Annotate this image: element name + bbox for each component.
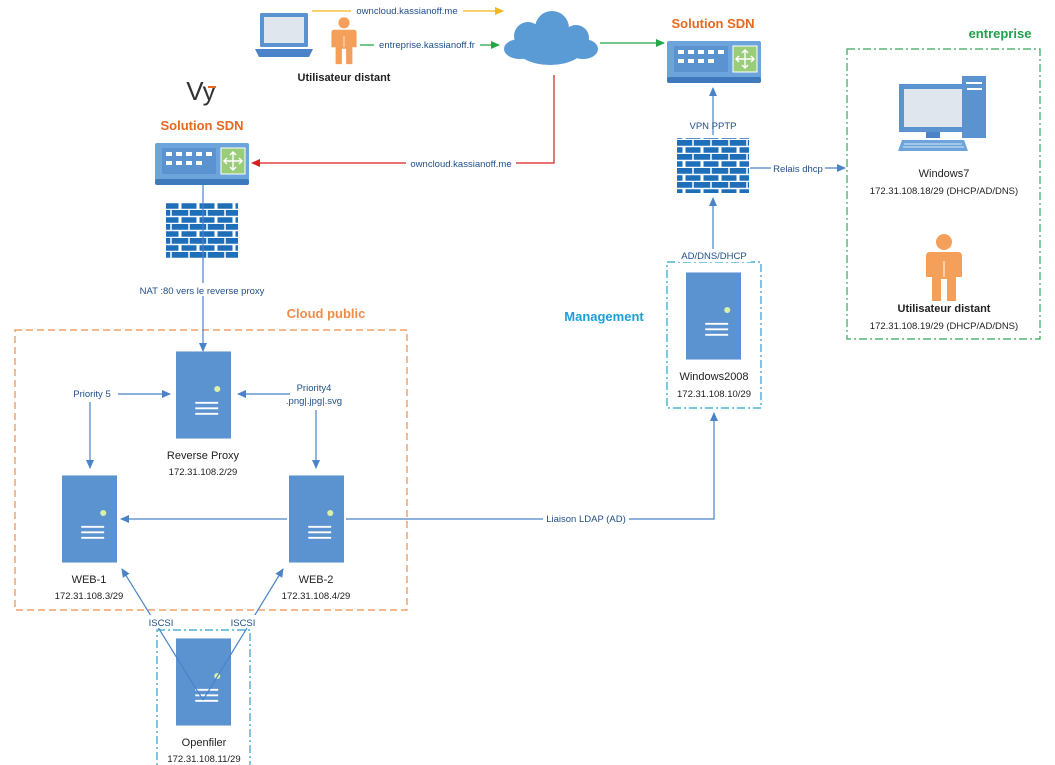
laptop-icon (255, 13, 313, 57)
web2-name: WEB-2 (299, 574, 334, 586)
right-sdn-router-icon (667, 41, 761, 83)
iscsi-to-web2-arrow (202, 568, 284, 701)
entreprise-link-label: entreprise.kassianoff.fr (379, 40, 475, 51)
right-firewall-icon (677, 138, 749, 193)
iscsi-left-label: ISCSI (149, 618, 174, 629)
right-sdn-title: Solution SDN (671, 16, 754, 31)
web2-ip: 172.31.108.4/29 (282, 591, 351, 602)
nat-label: NAT :80 vers le reverse proxy (140, 286, 265, 297)
windows2008-name: Windows2008 (679, 371, 748, 383)
vyos-logo: Vy (186, 76, 216, 106)
reverse-proxy-server-icon (176, 351, 231, 439)
web1-name: WEB-1 (72, 574, 107, 586)
management-region (666, 261, 762, 409)
dhcp-relay-label: Relais dhcp (773, 164, 823, 175)
priority4-label-line2: .png|.jpg|.svg (286, 396, 342, 407)
web1-server-icon (62, 475, 117, 563)
web2-server-icon (289, 475, 344, 563)
reverse-proxy-name: Reverse Proxy (167, 450, 240, 462)
top-user-label: Utilisateur distant (298, 72, 391, 84)
windows2008-server-icon (686, 272, 741, 360)
iscsi-right-label: ISCSI (231, 618, 256, 629)
vpn-label: VPN PPTP (690, 121, 737, 132)
iscsi-to-web1-arrow (121, 568, 204, 701)
ldap-label: Liaison LDAP (AD) (546, 514, 626, 525)
entreprise-user-icon (925, 233, 963, 302)
desktop-pc-icon (898, 76, 986, 151)
management-title: Management (564, 309, 644, 324)
remote-user-top-icon (331, 16, 357, 65)
windows7-ip: 172.31.108.18/29 (DHCP/AD/DNS) (870, 186, 1018, 197)
entreprise-user-ip: 172.31.108.19/29 (DHCP/AD/DNS) (870, 321, 1018, 332)
cloud-public-title: Cloud public (287, 306, 366, 321)
cloud-public-region (14, 329, 408, 611)
openfiler-name: Openfiler (182, 737, 227, 749)
left-sdn-router-icon (155, 143, 249, 185)
management-role: AD/DNS/DHCP (681, 251, 746, 262)
left-firewall-icon (166, 203, 238, 258)
web1-ip: 172.31.108.3/29 (55, 591, 124, 602)
ldap-link-arrow (346, 412, 718, 520)
storage-region (156, 629, 251, 765)
owncloud-link-label: owncloud.kassianoff.me (356, 6, 457, 17)
left-sdn-title: Solution SDN (160, 118, 243, 133)
priority5-label: Priority 5 (73, 389, 110, 400)
entreprise-region (846, 48, 1041, 340)
internet-cloud-icon (504, 11, 598, 65)
reverse-proxy-ip: 172.31.108.2/29 (169, 467, 238, 478)
owncloud-route-arrow (251, 75, 555, 167)
entreprise-title: entreprise (969, 26, 1032, 41)
svg-text:Vy: Vy (186, 76, 215, 106)
priority4-label-line1: Priority4 (297, 383, 332, 394)
owncloud-route-label: owncloud.kassianoff.me (410, 159, 511, 170)
windows2008-ip: 172.31.108.10/29 (677, 389, 751, 400)
openfiler-ip: 172.31.108.11/29 (167, 754, 240, 765)
entreprise-user-name: Utilisateur distant (898, 303, 991, 315)
windows7-name: Windows7 (919, 168, 970, 180)
openfiler-server-icon (176, 638, 231, 726)
